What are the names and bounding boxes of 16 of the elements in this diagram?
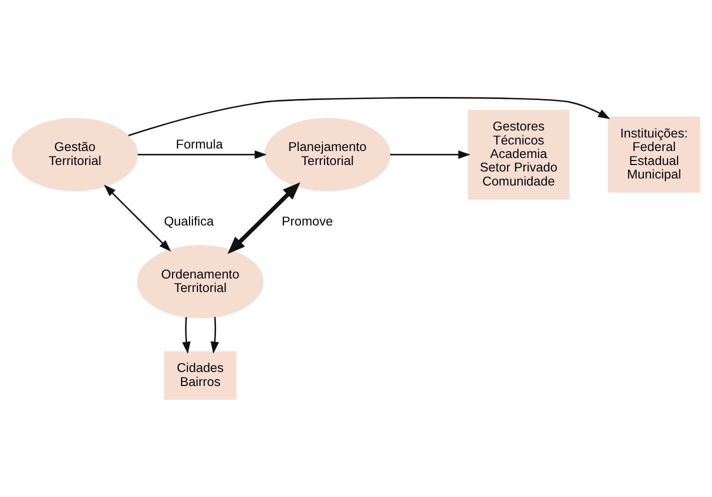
node-ellipse: Planejamento Territorial xyxy=(264,118,391,192)
node-ellipse: Gestão Territorial xyxy=(12,118,138,192)
edge-label: Formula xyxy=(176,136,223,152)
edge-label: Qualifica xyxy=(164,214,214,229)
arrow xyxy=(210,316,219,354)
node-box: Cidades Bairros xyxy=(164,351,236,400)
arrow xyxy=(138,150,267,159)
node-ellipse: Ordenamento Territorial xyxy=(137,245,264,318)
arrow xyxy=(227,182,300,254)
edge-label: Promove xyxy=(282,214,333,229)
node-box: Instituições: Federal Estadual Municipal xyxy=(608,116,700,193)
node-box: Gestores Técnicos Academia Setor Privado Comunidade xyxy=(468,110,570,200)
arrow xyxy=(390,150,470,159)
arrow xyxy=(104,184,172,252)
arrow xyxy=(128,97,610,136)
arrow xyxy=(182,317,191,354)
